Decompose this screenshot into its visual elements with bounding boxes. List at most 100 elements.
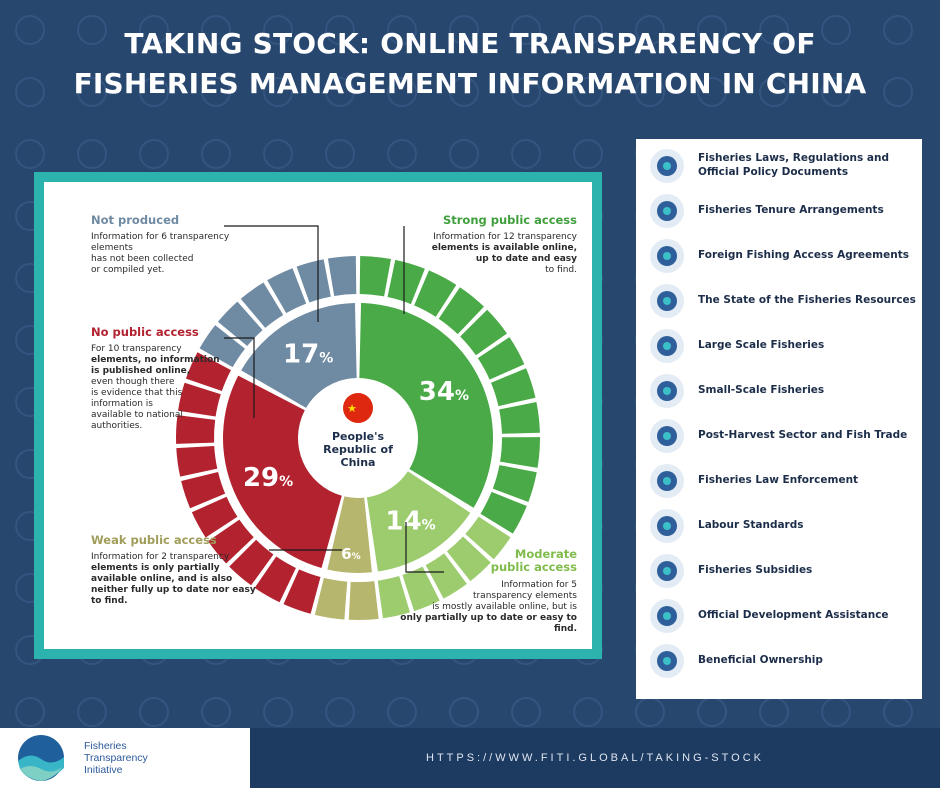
donut-outer-segment-none <box>283 569 321 614</box>
legend-item: Fisheries Subsidies <box>650 554 922 588</box>
desc-line: available to national <box>91 410 183 420</box>
desc-line: transparency elements <box>472 591 577 601</box>
legend-item: The State of the Fisheries Resources <box>650 284 922 318</box>
donut-outer-segment-none <box>229 539 274 586</box>
donut-outer-segment-moderate <box>446 536 491 582</box>
bg-pattern-mark <box>449 697 479 727</box>
legend-item: Labour Standards <box>650 509 922 543</box>
donut-outer-segment-strong <box>500 437 540 468</box>
fish-can-icon <box>650 419 684 453</box>
legend-label: Labour Standards <box>698 519 804 531</box>
bg-pattern-mark <box>325 139 355 169</box>
donut-outer-segment-none <box>176 415 216 444</box>
legend-label: Post-Harvest Sector and Fish Trade <box>698 429 908 441</box>
desc-line: neither fully up to date nor easy <box>91 585 256 595</box>
donut-outer-segment-strong <box>490 368 536 407</box>
donut-outer-segment-notproduced <box>199 325 246 368</box>
bg-pattern-mark <box>263 139 293 169</box>
bg-pattern-mark <box>883 15 913 45</box>
donut-outer-segment-strong <box>438 287 485 335</box>
donut-outer-segment-strong <box>460 309 507 356</box>
bg-pattern-mark <box>139 139 169 169</box>
leader-line <box>224 225 319 322</box>
donut-slice-moderate <box>366 471 471 572</box>
donut-outer-segment-notproduced <box>240 282 284 328</box>
desc-not-produced: Information for 6 transparency elements … <box>91 232 271 276</box>
fish-cycle-icon <box>650 194 684 228</box>
footer-logo: Fisheries Transparency Initiative <box>0 728 250 788</box>
bg-pattern-mark <box>263 697 293 727</box>
officer-icon <box>650 464 684 498</box>
bg-pattern-mark <box>821 697 851 727</box>
handshake-icon <box>650 599 684 633</box>
bg-pattern-mark <box>511 15 541 45</box>
desc-line: to find. <box>545 265 577 275</box>
desc-line: Information for 2 transparency <box>91 552 230 562</box>
bg-pattern-mark <box>511 139 541 169</box>
donut-slice-none <box>222 375 342 568</box>
title-line-2: FISHERIES MANAGEMENT INFORMATION IN CHIN… <box>73 67 867 100</box>
desc-line: is mostly available online, but is <box>432 602 577 612</box>
bg-pattern-mark <box>201 77 231 107</box>
desc-line: only partially up to date or easy to fin… <box>400 613 577 634</box>
small-boat-icon <box>650 374 684 408</box>
desc-line: Information for 12 transparency <box>433 232 577 242</box>
bg-pattern-mark <box>325 697 355 727</box>
legend-label: Fisheries Subsidies <box>698 564 813 576</box>
percent-label-moderate: 14% <box>385 507 435 537</box>
legend-label: Large Scale Fisheries <box>698 339 825 351</box>
donut-outer-segment-strong <box>480 491 527 534</box>
bg-pattern-mark <box>759 77 789 107</box>
leader-line <box>405 522 444 573</box>
label-not-produced: Not produced <box>91 213 180 227</box>
logo-line: Initiative <box>84 764 123 776</box>
bg-pattern-mark <box>263 15 293 45</box>
legend-label: The State of the Fisheries Resources <box>698 294 916 306</box>
desc-line: Information for 6 transparency elements <box>91 232 230 253</box>
desc-line: Information for 5 <box>501 580 577 590</box>
legend-label: Official Development Assistance <box>698 609 889 621</box>
legend-label: Fisheries Law Enforcement <box>698 474 859 486</box>
worker-icon <box>650 509 684 543</box>
donut-outer-segment-weak <box>314 577 348 620</box>
desc-line: is evidence that this <box>91 388 183 398</box>
center-label-line: People's <box>332 430 385 443</box>
bg-pattern-mark <box>635 77 665 107</box>
bg-pattern-mark <box>77 77 107 107</box>
legend-label: Foreign Fishing Access Agreements <box>698 249 909 261</box>
legend-label: Small-Scale Fisheries <box>698 384 825 396</box>
donut-outer-segment-moderate <box>377 576 410 619</box>
bg-pattern-mark <box>573 139 603 169</box>
legend-item: Official Development Assistance <box>650 599 922 633</box>
desc-line: up to date and easy <box>475 254 577 264</box>
footer-url-link[interactable]: HTTPS://WWW.FITI.GLOBAL/TAKING-STOCK <box>250 728 940 788</box>
desc-line: elements is available online, <box>431 243 577 253</box>
fiti-logo-icon <box>18 735 64 781</box>
legend-label: Beneficial Ownership <box>698 654 823 666</box>
desc-weak-access: Information for 2 transparency elements … <box>91 552 266 607</box>
desc-line: to find. <box>91 596 128 606</box>
donut-slice-strong <box>359 303 493 508</box>
donut-outer-segment-strong <box>499 401 540 434</box>
donut-outer-segment-notproduced <box>296 259 331 303</box>
money-bag-icon <box>650 554 684 588</box>
title-line-1: TAKING STOCK: ONLINE TRANSPARENCY OF <box>124 27 816 60</box>
bg-pattern-mark <box>15 697 45 727</box>
bg-pattern-mark <box>635 697 665 727</box>
desc-line: For 10 transparency <box>91 344 182 354</box>
bg-pattern-mark <box>697 697 727 727</box>
bg-pattern-mark <box>511 697 541 727</box>
donut-outer-segment-none <box>208 519 254 564</box>
bg-pattern-mark <box>883 697 913 727</box>
bg-pattern-mark <box>15 77 45 107</box>
bg-pattern-mark <box>77 139 107 169</box>
bg-pattern-mark <box>263 77 293 107</box>
donut-outer-segment-notproduced <box>327 256 357 296</box>
donut-outer-segment-moderate <box>402 566 440 612</box>
legend-item: Beneficial Ownership <box>650 644 922 678</box>
bg-pattern-mark <box>77 15 107 45</box>
bg-pattern-mark <box>387 15 417 45</box>
ship-wheel-icon <box>650 239 684 273</box>
label-weak-access: Weak public access <box>91 533 217 547</box>
